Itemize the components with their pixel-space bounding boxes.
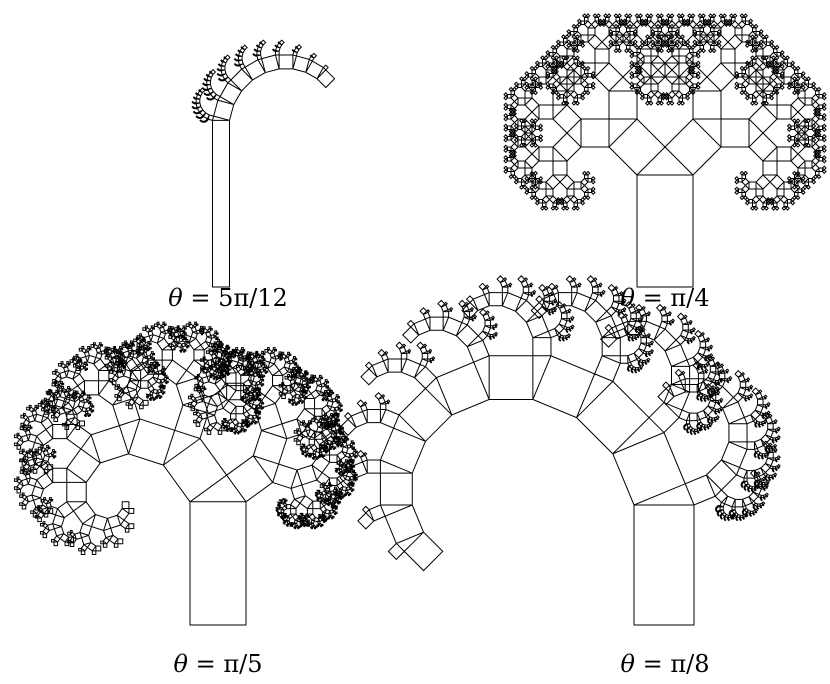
pythagoras-tree-pi-5 bbox=[13, 321, 358, 626]
tree-branches bbox=[503, 13, 827, 288]
caption-pi-4: θ = π/4 bbox=[621, 284, 710, 312]
pythagoras-tree-pi-8 bbox=[339, 275, 781, 626]
tree-branches bbox=[13, 321, 358, 626]
pythagoras-tree-pi-4 bbox=[503, 13, 827, 288]
tree-branches bbox=[191, 39, 336, 288]
caption-pi-8: θ = π/8 bbox=[621, 650, 710, 678]
tree-branches bbox=[339, 275, 781, 626]
caption-5pi-12: θ = 5π/12 bbox=[168, 284, 288, 312]
caption-pi-5: θ = π/5 bbox=[174, 650, 263, 678]
pythagoras-tree-5pi-12 bbox=[191, 39, 336, 288]
